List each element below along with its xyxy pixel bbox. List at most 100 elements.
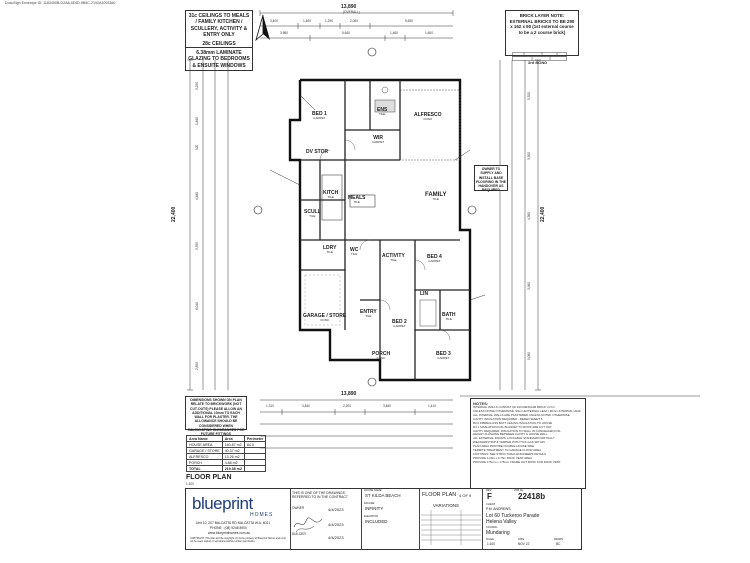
house-name: ST KILDA BEACH (365, 493, 401, 498)
general-note-item: R4.1 SISALATION FOIL BLANKET TO ROOF ARE… (473, 424, 552, 429)
dim-top-2: 1,460 (303, 19, 311, 23)
general-note-item: FOOTINGS: SEE STRUCTURAL ENGINEERS DETAI… (473, 452, 547, 457)
general-note-item: ALL INTERNAL WALLS ARE PLASTERED UNLESS … (473, 412, 570, 417)
dim-left-5: 3,350 (195, 242, 199, 250)
dim-mid-2: 5,640 (342, 31, 350, 35)
company-logo: blueprint (192, 494, 253, 513)
date-value: NOV 22 (518, 542, 530, 546)
brick-bond-label: 3rd BOND (528, 60, 548, 65)
dim-right-1: 5,520 (527, 92, 531, 100)
general-note-item: UNLESS NOTED OTHERWISE, 90mm EXTERNAL LE… (473, 408, 581, 413)
owner-supply-note: OWNER TO SUPPLY AND INSTALL BASE FLOORIN… (474, 165, 508, 192)
room-dv-stor: DV STOR (306, 149, 329, 155)
dim-left-2: 1,460 (195, 117, 199, 125)
divider (290, 489, 291, 549)
drawn-label: DRAWN (554, 538, 563, 541)
brick-layer-note: BRICK LAYER NOTE: EXTERNAL BRICKS TO BE … (505, 10, 579, 56)
general-note-item: PLAN AREA PROVIDE DOUBLE-HOUSE SIDE (473, 444, 535, 449)
overall-width-dim: 13,890 (341, 4, 357, 10)
general-note-item: HEIGHT FLASHING BETWEEN CAVITY & HOUSE W… (473, 432, 548, 437)
council-label: COUNCIL (486, 526, 498, 529)
house-name-label: HOUSE NAME (364, 489, 382, 492)
dim-left-3: 920 (195, 144, 199, 150)
ceilings-note-title: 31c CEILINGS TO MEALS / FAMILY KITCHEN /… (188, 13, 250, 38)
signature-image (293, 517, 323, 533)
sign-date-2: 4/4/2023 (328, 522, 344, 527)
dim-top-3: 1,290 (325, 19, 333, 23)
dim-top-1: 3,400 (270, 19, 278, 23)
general-note-item: ALL EXTERNAL DOORS: LOCKABLE STANDARD PA… (473, 436, 555, 441)
date-label: DATE (518, 538, 525, 541)
sign-label-builder: BUILDER (292, 532, 306, 536)
council-name: Mundaring (486, 530, 510, 536)
scale-value: 1:100 (487, 542, 495, 546)
dim-left-4: 4,480 (195, 192, 199, 200)
overall-depth-dim-left: 22,400 (171, 206, 177, 222)
company-address: Unit 10, 207 BALCATTA RD BALCATTA W.A. 6… (196, 521, 271, 525)
room-lin: LIN (420, 291, 429, 297)
dim-top-4: 2,050 (350, 19, 358, 23)
general-notes: NOTES: INTERNAL WALLS CONSIST OF 100 REN… (470, 398, 586, 489)
plan-scale: 1:100 (186, 482, 194, 486)
docusign-envelope-id: DocuSign Envelope ID: 1183490B-D2A8-4E4D… (5, 1, 116, 5)
suburb: Helena Valley (486, 519, 517, 525)
rev-value: F (487, 492, 492, 501)
sign-label-owner: OWNER (292, 506, 305, 510)
dim-mid-1: 3,980 (280, 31, 288, 35)
general-notes-list: INTERNAL WALLS CONSIST OF 100 RENDLAB BR… (473, 405, 583, 465)
company-logo-sub: HOMES (250, 512, 274, 518)
general-notes-title: NOTES: (473, 401, 489, 406)
dim-mid-4: 1,600 (425, 31, 433, 35)
general-note-item: TERMITE TREATMENT TO GARAGE FLOOR AREA (473, 448, 541, 453)
rev-label: REV (486, 489, 492, 492)
overall-depth-dim-right: 22,400 (540, 206, 546, 222)
glazing-note: 6.38mm LAMINATE GLAZING TO BEDROOMS & EN… (185, 47, 253, 71)
dim-right-2: 3,500 (527, 152, 531, 160)
client-label: CLIENT (486, 503, 496, 506)
dim-left-7: 2,890 (195, 362, 199, 370)
dim-bottom-1: 1,310 (266, 404, 274, 408)
dim-right-3: 4,360 (527, 212, 531, 220)
brick-bond-diagram (512, 52, 567, 61)
area-cell: 219.38 m2 (221, 465, 245, 472)
signature-panel: THIS IS ONE OF THE DRAWINGS REFERRED TO … (292, 491, 360, 547)
dim-top-5: 5,690 (405, 19, 413, 23)
job-no-label: JOB No (514, 489, 524, 492)
facade-value: INFINITY (365, 506, 384, 511)
dim-bottom-4: 3,480 (383, 404, 391, 408)
bottom-total-dim: 13,890 (341, 391, 357, 397)
lot-address: Lot 60 Tuckeroo Parade (486, 513, 540, 519)
general-note-item: R2.0 FIBREGLASS BATT CEILING INSULATION … (473, 420, 553, 425)
dim-left-6: 6,040 (195, 302, 199, 310)
dim-right-5: 5,060 (527, 352, 531, 360)
area-cell (243, 465, 267, 472)
sheet-number: 4 OF 9 (459, 493, 472, 498)
divider (419, 489, 420, 549)
general-note-item: WEATHERSTRIP & TEMPER WITH TICK GAS WITH… (473, 440, 545, 445)
house-info: HOUSE NAME ST KILDA BEACH FACADE INFINIT… (363, 489, 418, 549)
sign-date-3: 4/4/2023 (328, 535, 344, 540)
dim-bottom-3: 2,200 (343, 404, 351, 408)
company-phone: PHONE : (08) 9248 8900 (210, 526, 247, 530)
job-info: REV F JOB No 22418b CLIENT P.M. ANDREWS … (484, 489, 580, 549)
general-note-item: PROVIDE 1.00m x 0.75m ROOF VENT AREA (473, 455, 533, 460)
variations-label: VARIATIONS (433, 503, 459, 508)
sign-date-1: 4/4/2023 (328, 507, 344, 512)
plan-title: FLOOR PLAN (186, 474, 232, 481)
